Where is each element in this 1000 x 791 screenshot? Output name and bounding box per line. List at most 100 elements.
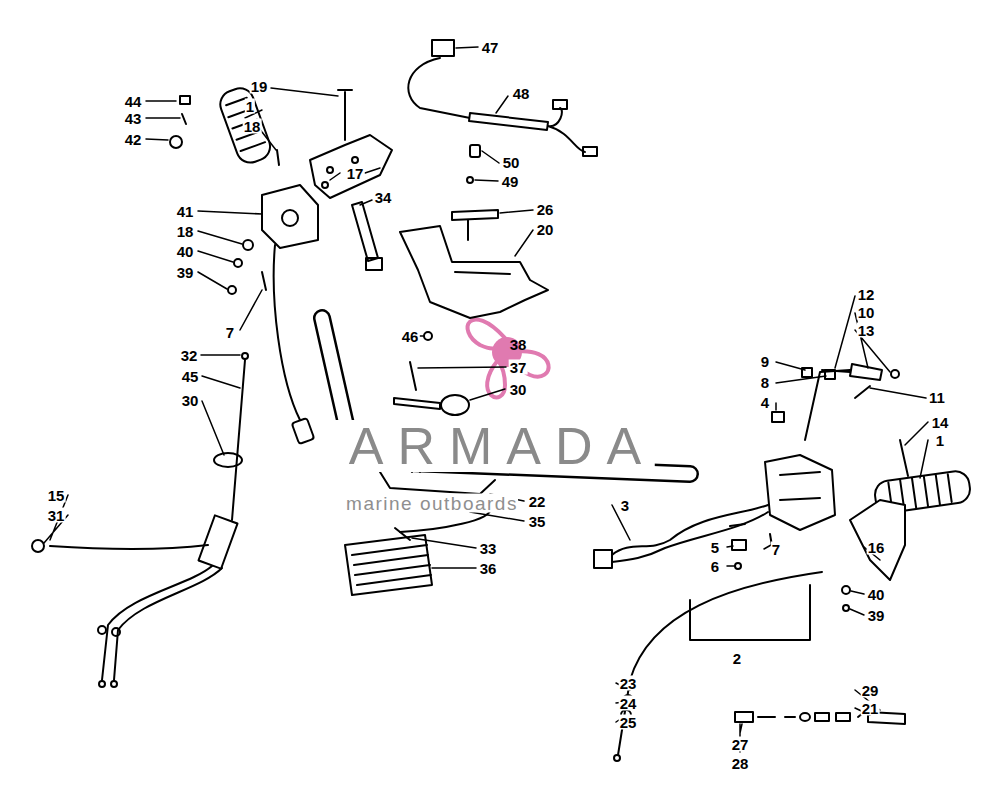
small-parts-left (228, 286, 236, 294)
leader-lines (456, 47, 508, 113)
callout-number: 49 (501, 174, 520, 189)
callout-number: 11 (928, 390, 946, 405)
throttle-cable (50, 545, 208, 549)
callout-number: 7 (225, 325, 235, 340)
callout-number: 29 (861, 683, 880, 698)
callout-number: 2 (732, 651, 742, 666)
callout-number: 1 (245, 99, 255, 114)
leader-lines (835, 296, 890, 372)
leader-lines (727, 545, 771, 566)
small-parts-bottom (800, 713, 810, 721)
switch-harness (408, 40, 597, 183)
callout-number: 38 (509, 337, 528, 352)
callout-number: 8 (760, 375, 770, 390)
handlebar (322, 318, 690, 494)
switch-harness (467, 177, 473, 183)
callout-number: 19 (250, 79, 269, 94)
left-grip (224, 97, 265, 151)
throttle-cable (242, 353, 248, 359)
mount-bracket (322, 182, 328, 188)
right-bracket (842, 586, 850, 594)
small-parts-left (234, 259, 242, 267)
callout-number: 20 (536, 222, 555, 237)
switch-harness (408, 58, 470, 118)
switch-harness (548, 108, 585, 152)
wire-harness (594, 550, 612, 568)
leader-lines (198, 211, 262, 289)
leader-lines (44, 47, 928, 752)
leader-lines (418, 336, 506, 400)
small-parts-left (170, 96, 266, 294)
small-parts-right (900, 440, 908, 476)
callout-number: 22 (528, 494, 547, 509)
small-parts-right (732, 364, 908, 569)
callout-number: 26 (536, 202, 555, 217)
wire-harness (730, 524, 745, 526)
callout-number: 25 (619, 715, 638, 730)
callout-number: 40 (176, 244, 195, 259)
callout-number: 9 (760, 354, 770, 369)
callout-number: 6 (710, 559, 720, 574)
switch-harness (553, 100, 567, 109)
strap (366, 258, 382, 270)
small-parts-left (262, 272, 266, 290)
left-housing (262, 185, 318, 444)
callout-number: 7 (771, 542, 781, 557)
right-housing (765, 455, 835, 530)
throttle-cable (111, 681, 117, 687)
callout-number: 3 (620, 498, 630, 513)
callout-number: 18 (176, 224, 195, 239)
left-grip (216, 84, 274, 166)
callout-number: 30 (181, 393, 200, 408)
small-parts-right (850, 364, 882, 380)
pad-block (395, 528, 410, 540)
leader-lines (870, 388, 928, 478)
brake-cable (618, 572, 822, 755)
callout-number: 46 (401, 329, 420, 344)
right-housing (765, 370, 850, 530)
leader-lines (500, 210, 533, 256)
callout-number: 36 (479, 561, 498, 576)
wire-harness (612, 512, 768, 562)
small-parts-left (243, 240, 253, 250)
leader-lines (776, 362, 826, 410)
small-parts-right (735, 563, 741, 569)
left-housing (282, 210, 298, 226)
callout-number: 31 (47, 508, 66, 523)
fasteners (394, 332, 469, 415)
small-parts-right (732, 540, 746, 550)
watermark: marine outboards (346, 494, 518, 513)
callout-number: 16 (867, 540, 886, 555)
callout-number: 35 (528, 514, 547, 529)
callout-number: 30 (509, 382, 528, 397)
leader-lines (201, 355, 240, 455)
callout-number: 34 (374, 190, 393, 205)
leader-lines (475, 151, 499, 181)
callout-number: 1 (935, 433, 945, 448)
small-parts-bottom (836, 713, 850, 721)
callout-number: 44 (124, 94, 143, 109)
callout-number: 24 (619, 696, 638, 711)
small-parts-right (825, 370, 835, 379)
switch-harness (469, 113, 548, 130)
callout-number: 39 (867, 608, 886, 623)
callout-number: 14 (931, 415, 950, 430)
small-parts-left (180, 96, 190, 104)
left-housing (274, 245, 300, 420)
callout-number: 45 (181, 369, 200, 384)
callout-number: 42 (124, 132, 143, 147)
strap (352, 202, 378, 261)
callout-number: 13 (857, 323, 876, 338)
right-housing (780, 472, 820, 500)
callout-number: 48 (512, 86, 531, 101)
throttle-cable (114, 568, 222, 680)
handlebar (380, 472, 495, 494)
small-parts-bottom (758, 716, 795, 718)
callout-number: 10 (857, 305, 876, 320)
fasteners (394, 398, 440, 409)
small-parts-right (891, 370, 899, 378)
switch-harness (583, 147, 597, 156)
left-housing (292, 418, 315, 444)
brake-cable (690, 585, 810, 640)
